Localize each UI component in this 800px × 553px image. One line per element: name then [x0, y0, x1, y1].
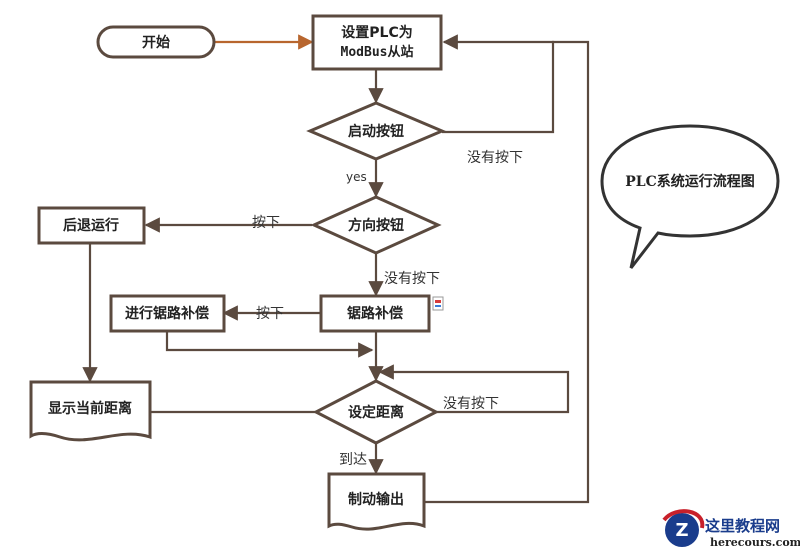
- node-set-slave: 设置PLC为 ModBus从站: [311, 14, 443, 71]
- node-do-saw-comp: 进行锯路补偿: [109, 294, 226, 333]
- label-yes: yes: [346, 170, 367, 184]
- watermark-name: 这里教程网: [705, 517, 780, 535]
- node-start-button-label: 启动按钮: [348, 123, 404, 140]
- edge-distance-loop: [378, 364, 570, 414]
- callout-bubble: PLC系统运行流程图: [600, 124, 780, 269]
- node-start-button: 启动按钮: [306, 101, 446, 161]
- node-show-distance-label: 显示当前距离: [48, 400, 132, 417]
- edge-brake-loop: [424, 40, 590, 504]
- node-show-distance: 显示当前距离: [29, 380, 152, 442]
- node-saw-comp: 锯路补偿: [319, 294, 431, 333]
- edge-do-saw-merge: [165, 331, 374, 358]
- label-pressed-2: 按下: [256, 306, 284, 322]
- label-pressed-1: 按下: [252, 215, 280, 231]
- callout-title: PLC系统运行流程图: [625, 173, 755, 190]
- node-saw-comp-label: 锯路补偿: [347, 305, 403, 322]
- node-direction-button: 方向按钮: [310, 195, 442, 255]
- node-brake-output-label: 制动输出: [348, 491, 404, 508]
- watermark-logo-icon: [665, 513, 699, 547]
- node-reverse-run-label: 后退运行: [63, 217, 119, 234]
- document-icon: [432, 296, 444, 311]
- node-do-saw-comp-label: 进行锯路补偿: [125, 305, 209, 322]
- node-start: 开始: [96, 25, 216, 59]
- watermark: Z 这里教程网 herecours.com: [662, 509, 800, 549]
- edge-start-button-loop: [442, 34, 555, 134]
- label-not-pressed-1: 没有按下: [467, 150, 523, 166]
- node-set-distance-label: 设定距离: [348, 404, 404, 421]
- connectors: [82, 34, 590, 504]
- node-set-slave-line2: ModBus从站: [341, 44, 414, 60]
- node-start-label: 开始: [142, 34, 170, 51]
- node-brake-output: 制动输出: [327, 472, 426, 531]
- node-direction-button-label: 方向按钮: [348, 217, 404, 234]
- node-set-distance: 设定距离: [312, 379, 440, 445]
- node-set-slave-line1: 设置PLC为: [341, 24, 412, 41]
- watermark-url: herecours.com: [710, 536, 800, 549]
- label-not-pressed-2: 没有按下: [384, 271, 440, 287]
- node-reverse-run: 后退运行: [37, 206, 146, 245]
- label-not-pressed-3: 没有按下: [443, 396, 499, 412]
- label-arrived: 到达: [339, 452, 367, 468]
- svg-text:Z: Z: [675, 520, 688, 541]
